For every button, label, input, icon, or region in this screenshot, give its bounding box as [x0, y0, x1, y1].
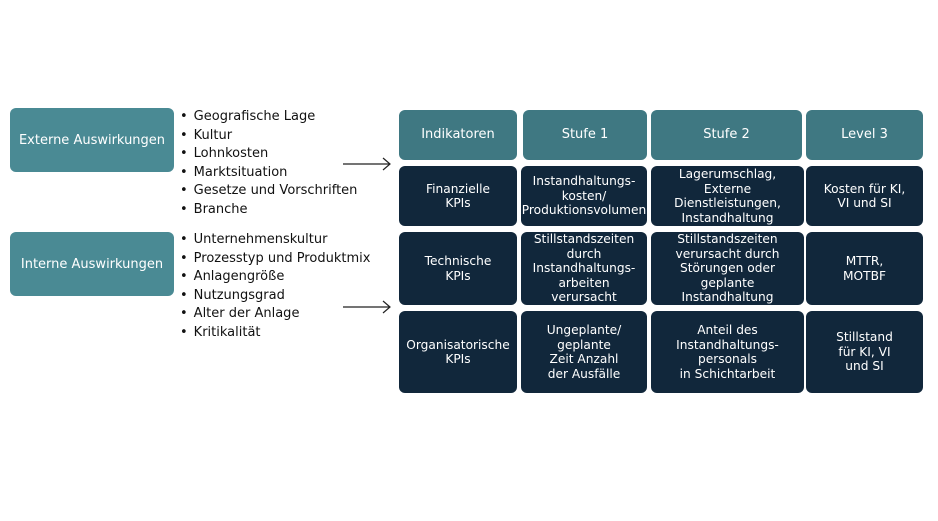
cell-text: Organisatorische KPIs — [406, 337, 510, 367]
internal-effects-box: Interne Auswirkungen — [10, 232, 174, 296]
cell-text: Stillstandszeiten durch Instandhaltungs-… — [532, 232, 636, 305]
table-cell: Anteil des Instandhaltungs- personals in… — [651, 311, 804, 393]
list-item: Kultur — [180, 127, 357, 146]
list-item: Marktsituation — [180, 164, 357, 183]
list-item: Lohnkosten — [180, 145, 357, 164]
external-effects-label: Externe Auswirkungen — [18, 132, 166, 148]
cell-text: Lagerumschlag, Externe Dienstleistungen,… — [674, 167, 781, 225]
table-cell: Finanzielle KPIs — [399, 166, 517, 226]
header-label: Indikatoren — [421, 126, 495, 142]
internal-factor-list: Unternehmenskultur Prozesstyp und Produk… — [180, 231, 371, 343]
cell-text: Stillstand für KI, VI und SI — [836, 330, 893, 374]
list-item: Kritikalität — [180, 324, 370, 343]
internal-effects-label: Interne Auswirkungen — [20, 256, 164, 272]
list-item: Alter der Anlage — [180, 305, 370, 324]
cell-text: Kosten für KI, VI und SI — [823, 181, 906, 211]
list-item: Prozesstyp und Produktmix — [180, 250, 371, 269]
list-item: Geografische Lage — [180, 108, 357, 127]
list-item: Nutzungsgrad — [180, 287, 370, 306]
table-cell: Stillstandszeiten verursacht durch Störu… — [651, 232, 804, 305]
cell-text: MTTR, MOTBF — [843, 254, 886, 283]
cell-text: Anteil des Instandhaltungs- personals in… — [676, 323, 779, 381]
table-cell: Stillstandszeiten durch Instandhaltungs-… — [521, 232, 647, 305]
table-cell: Lagerumschlag, Externe Dienstleistungen,… — [651, 166, 804, 226]
list-item: Anlagengröße — [180, 268, 370, 287]
table-cell: MTTR, MOTBF — [806, 232, 923, 305]
table-cell: Organisatorische KPIs — [399, 311, 517, 393]
arrow-right-icon — [343, 157, 391, 171]
cell-text: Technische KPIs — [424, 254, 492, 283]
list-item: Unternehmenskultur — [180, 231, 370, 250]
cell-text: Instandhaltungs- kosten/ Produktionsvolu… — [521, 174, 647, 218]
header-level-3: Level 3 — [806, 110, 923, 160]
cell-text: Ungeplante/ geplante Zeit Anzahl der Aus… — [546, 323, 622, 381]
header-label: Stufe 2 — [703, 126, 750, 142]
header-stage-2: Stufe 2 — [651, 110, 802, 160]
header-label: Level 3 — [841, 126, 888, 142]
table-cell: Ungeplante/ geplante Zeit Anzahl der Aus… — [521, 311, 647, 393]
header-label: Stufe 1 — [561, 126, 609, 142]
external-effects-box: Externe Auswirkungen — [10, 108, 174, 172]
table-cell: Kosten für KI, VI und SI — [806, 166, 923, 226]
header-indicators: Indikatoren — [399, 110, 517, 160]
list-item: Gesetze und Vorschriften — [180, 182, 358, 201]
external-factor-list: Geografische Lage Kultur Lohnkosten Mark… — [180, 108, 358, 220]
header-stage-1: Stufe 1 — [523, 110, 647, 160]
table-cell: Stillstand für KI, VI und SI — [806, 311, 923, 393]
table-cell: Instandhaltungs- kosten/ Produktionsvolu… — [521, 166, 647, 226]
arrow-right-icon — [343, 300, 391, 314]
table-cell: Technische KPIs — [399, 232, 517, 305]
cell-text: Stillstandszeiten verursacht durch Störu… — [675, 232, 780, 305]
cell-text: Finanzielle KPIs — [426, 181, 490, 211]
list-item: Branche — [180, 201, 357, 220]
